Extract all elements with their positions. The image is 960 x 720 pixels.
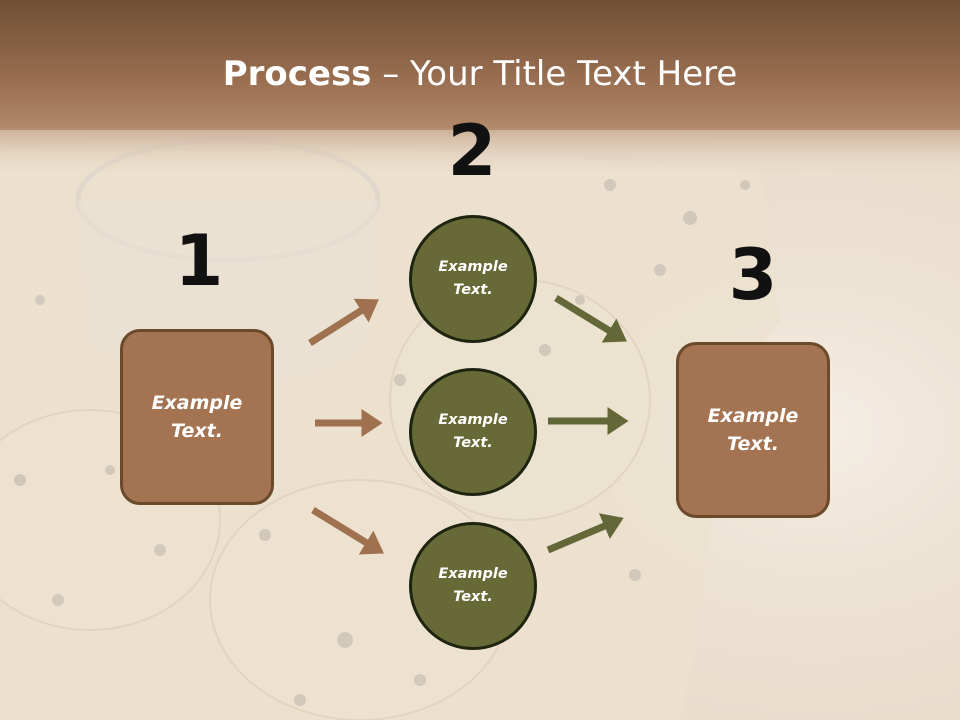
left-box: Example Text.	[120, 329, 274, 505]
circle-top: Example Text.	[409, 215, 537, 343]
arrow-top-to-right	[554, 295, 627, 343]
right-box-text: Example Text.	[707, 404, 799, 456]
circle-bottom-text: Example Text.	[438, 565, 508, 605]
circle-bottom: Example Text.	[409, 522, 537, 650]
arrow-bottom-to-right	[546, 513, 624, 554]
step-number-3: 3	[728, 234, 778, 316]
step-number-2: 2	[447, 110, 497, 192]
circle-middle: Example Text.	[409, 368, 537, 496]
slide-title: Process – Your Title Text Here	[0, 54, 960, 94]
left-box-text: Example Text.	[151, 391, 243, 443]
circle-top-text: Example Text.	[438, 258, 508, 298]
arrow-left-to-top	[308, 298, 379, 346]
right-box: Example Text.	[676, 342, 830, 518]
step-number-1: 1	[174, 220, 224, 302]
title-rest: – Your Title Text Here	[371, 54, 738, 94]
title-bold: Process	[222, 54, 372, 94]
circle-middle-text: Example Text.	[438, 411, 508, 451]
arrow-left-to-bottom	[311, 507, 384, 555]
